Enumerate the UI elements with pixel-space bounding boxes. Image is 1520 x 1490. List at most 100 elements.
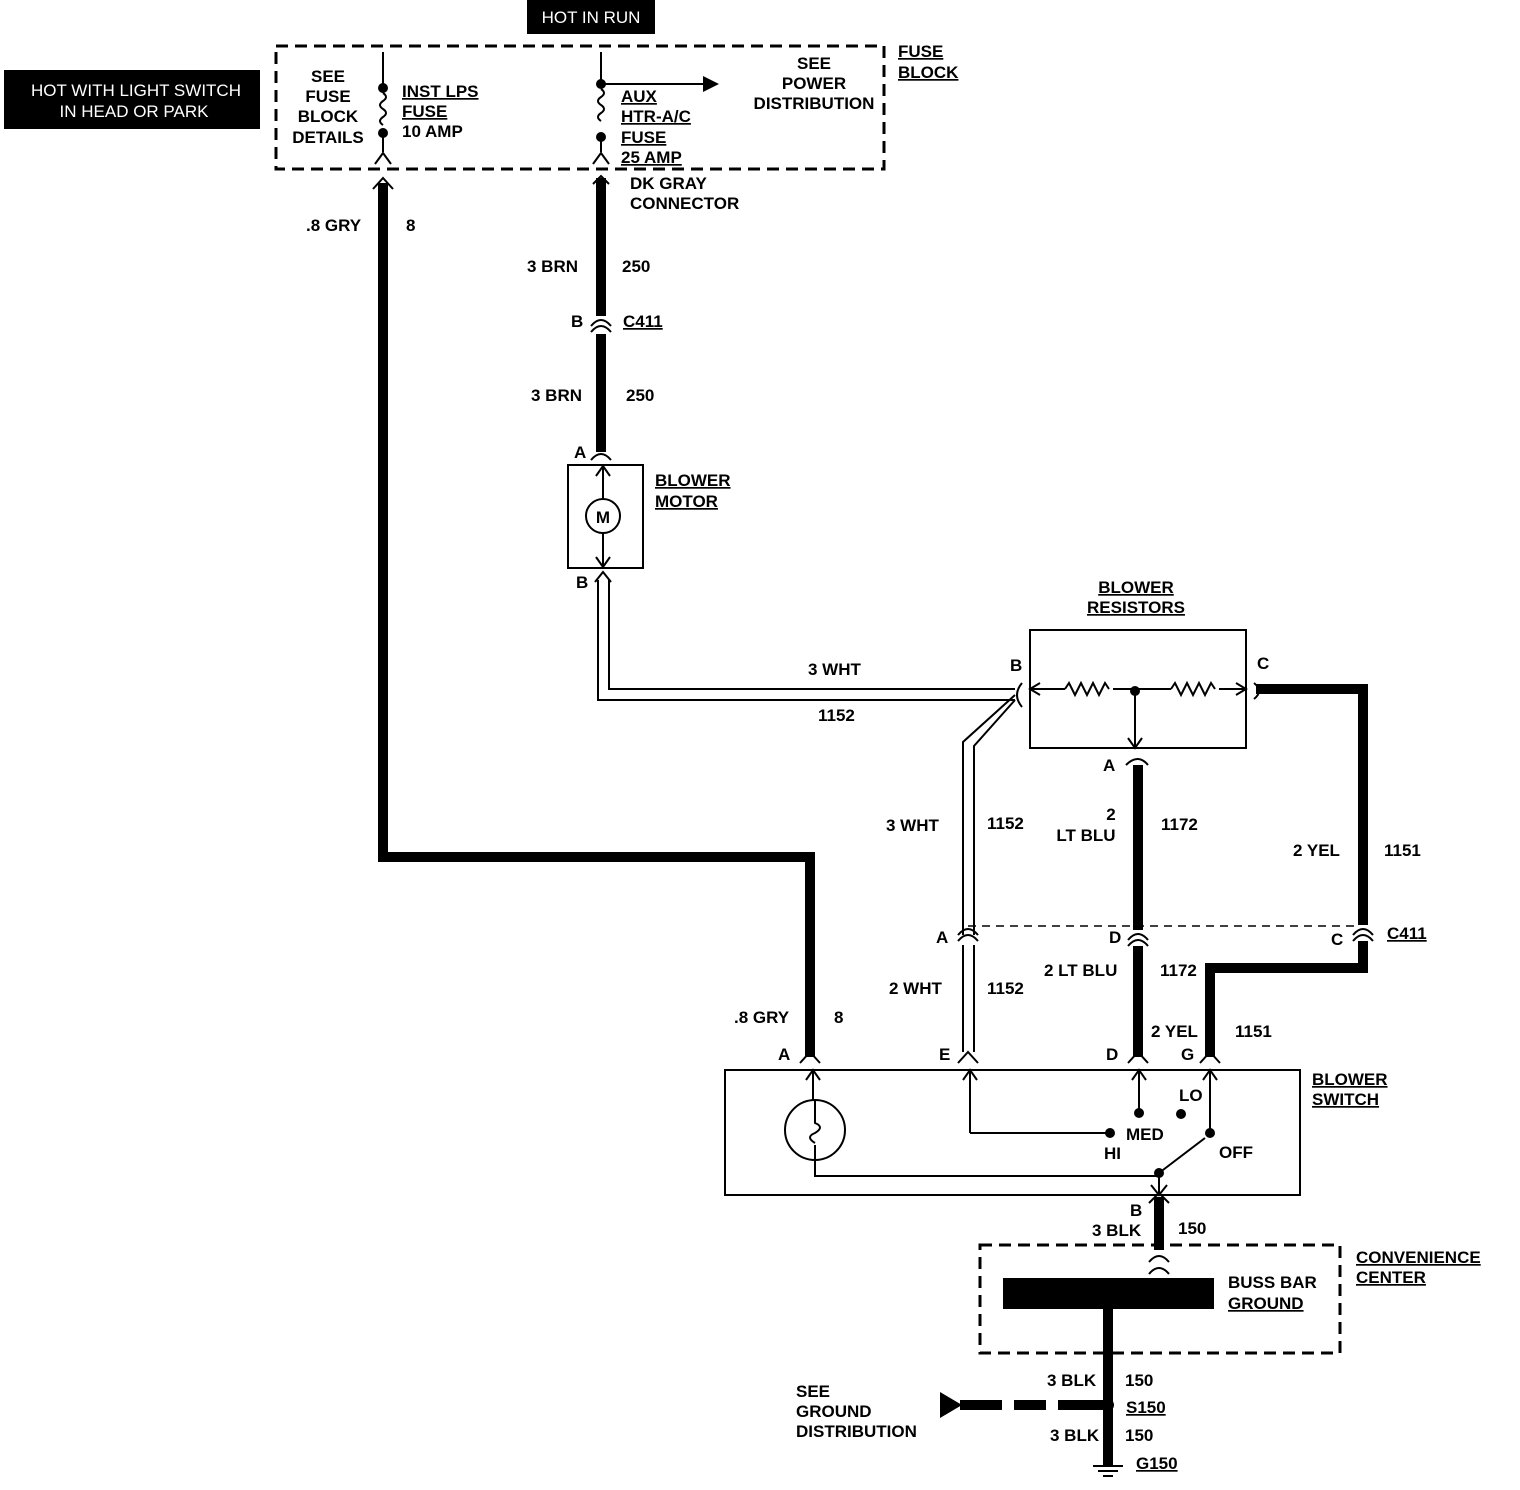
gry-lower-num: 8 (834, 1008, 843, 1027)
power-dist-2: POWER (782, 74, 846, 93)
splice-s150-icon (1102, 1399, 1114, 1411)
wire-ltblu-1172 (1125, 758, 1149, 1064)
blower-resistors-label-1: BLOWER (1098, 578, 1174, 597)
ground-dist-2: GROUND (796, 1402, 872, 1421)
convenience-center-label-2: CENTER (1356, 1268, 1426, 1287)
wht-vert-size: 3 WHT (886, 816, 940, 835)
brn-lower-size: 3 BRN (531, 386, 582, 405)
dk-gray-connector-1: DK GRAY (630, 174, 707, 193)
blk-switch-size: 3 BLK (1092, 1221, 1142, 1240)
wire-blk-150 (1148, 1191, 1170, 1275)
yel-upper-size: 2 YEL (1293, 841, 1340, 860)
brn-lower-num: 250 (626, 386, 654, 405)
power-dist-1: SEE (797, 54, 831, 73)
buss-bar-label-2: GROUND (1228, 1294, 1304, 1313)
blk-switch-num: 150 (1178, 1219, 1206, 1238)
blk-low-num: 150 (1125, 1426, 1153, 1445)
wire-brn-250 (590, 174, 612, 461)
ground-run (940, 1309, 1123, 1477)
blk-mid-size: 3 BLK (1047, 1371, 1097, 1390)
c411-lower-connector (957, 925, 1360, 942)
yel-lower-num: 1151 (1235, 1022, 1272, 1041)
ltblu-upper-size-1: 2 (1106, 805, 1115, 824)
ltblu-upper-num: 1172 (1161, 815, 1198, 834)
hot-light-line2: IN HEAD OR PARK (60, 102, 210, 121)
yel-lower-size: 2 YEL (1151, 1022, 1198, 1041)
wht-lower-num: 1152 (987, 979, 1024, 998)
c411-lower-label: C411 (1387, 924, 1427, 943)
switch-hi: HI (1104, 1144, 1121, 1163)
ltblu-lower-size: 2 LT BLU (1044, 961, 1117, 980)
pin-a-resistors: A (1103, 756, 1115, 775)
blower-resistors-label-2: RESISTORS (1087, 598, 1185, 617)
brn-upper-num: 250 (622, 257, 650, 276)
convenience-center-label-1: CONVENIENCE (1356, 1248, 1481, 1267)
power-dist-3: DISTRIBUTION (754, 94, 875, 113)
fuse-block-title-1: FUSE (898, 42, 943, 61)
hot-in-run-badge: HOT IN RUN (527, 0, 655, 34)
pin-a-c411: A (936, 928, 948, 947)
fuse-details-3: BLOCK (298, 107, 359, 126)
gry-top-num: 8 (406, 216, 415, 235)
aux-fuse-1: AUX (621, 87, 658, 106)
ground-label: G150 (1136, 1454, 1178, 1473)
aux-fuse-4: 25 AMP (621, 148, 682, 167)
wire-yel-1151 (1199, 682, 1374, 1064)
dk-gray-connector-2: CONNECTOR (630, 194, 739, 213)
pin-g-switch: G (1181, 1045, 1194, 1064)
switch-lo: LO (1179, 1086, 1203, 1105)
yel-upper-num: 1151 (1384, 841, 1421, 860)
aux-fuse-3: FUSE (621, 128, 666, 147)
ground-dist-3: DISTRIBUTION (796, 1422, 917, 1441)
pin-c-resistors: C (1257, 654, 1269, 673)
brn-upper-size: 3 BRN (527, 257, 578, 276)
hot-with-light-switch-badge: HOT WITH LIGHT SWITCH IN HEAD OR PARK (4, 70, 260, 129)
pin-b-switch: B (1130, 1201, 1142, 1220)
blower-motor-label-1: BLOWER (655, 471, 731, 490)
fuse-details-1: SEE (311, 67, 345, 86)
pin-d-switch: D (1106, 1045, 1118, 1064)
gry-lower-size: .8 GRY (734, 1008, 790, 1027)
buss-bar-label-1: BUSS BAR (1228, 1273, 1317, 1292)
resistor-right-icon (1170, 680, 1216, 698)
ground-dist-1: SEE (796, 1382, 830, 1401)
convenience-center (978, 1243, 1342, 1355)
blk-low-size: 3 BLK (1050, 1426, 1100, 1445)
wht-horiz-num: 1152 (818, 706, 855, 725)
fuse-block-title-2: BLOCK (898, 63, 959, 82)
blower-motor: M (567, 464, 644, 583)
inst-fuse-2: FUSE (402, 102, 447, 121)
splice-label: S150 (1126, 1398, 1166, 1417)
switch-med: MED (1126, 1125, 1164, 1144)
pin-b-c411: B (571, 312, 583, 331)
switch-wiper-icon (1158, 1137, 1206, 1174)
resistor-left-icon (1064, 680, 1110, 698)
blower-motor-label-2: MOTOR (655, 492, 718, 511)
blower-switch-label-1: BLOWER (1312, 1070, 1388, 1089)
fuse-details-2: FUSE (305, 87, 350, 106)
pin-b-motor: B (576, 573, 588, 592)
pin-e-switch: E (939, 1045, 950, 1064)
hot-light-line1: HOT WITH LIGHT SWITCH (31, 81, 241, 100)
hot-in-run-text: HOT IN RUN (542, 8, 641, 27)
pin-c-c411: C (1331, 930, 1343, 949)
wht-vert-num: 1152 (987, 814, 1024, 833)
pin-b-resistors: B (1010, 656, 1022, 675)
pin-a-switch: A (778, 1045, 790, 1064)
wht-lower-size: 2 WHT (889, 979, 943, 998)
gry-top-size: .8 GRY (306, 216, 362, 235)
pin-a-motor: A (574, 443, 586, 462)
wht-horiz-size: 3 WHT (808, 660, 862, 679)
motor-symbol-text: M (596, 508, 610, 527)
ltblu-lower-num: 1172 (1160, 961, 1197, 980)
c411-upper-label: C411 (623, 312, 663, 331)
inst-fuse-3: 10 AMP (402, 122, 463, 141)
fuse-details-4: DETAILS (292, 128, 363, 147)
wire-gry-8 (372, 176, 821, 1064)
switch-off: OFF (1219, 1143, 1253, 1162)
blk-mid-num: 150 (1125, 1371, 1153, 1390)
buss-bar-icon (1003, 1278, 1214, 1309)
inst-fuse-1: INST LPS (402, 82, 479, 101)
blower-switch (724, 1050, 1301, 1197)
